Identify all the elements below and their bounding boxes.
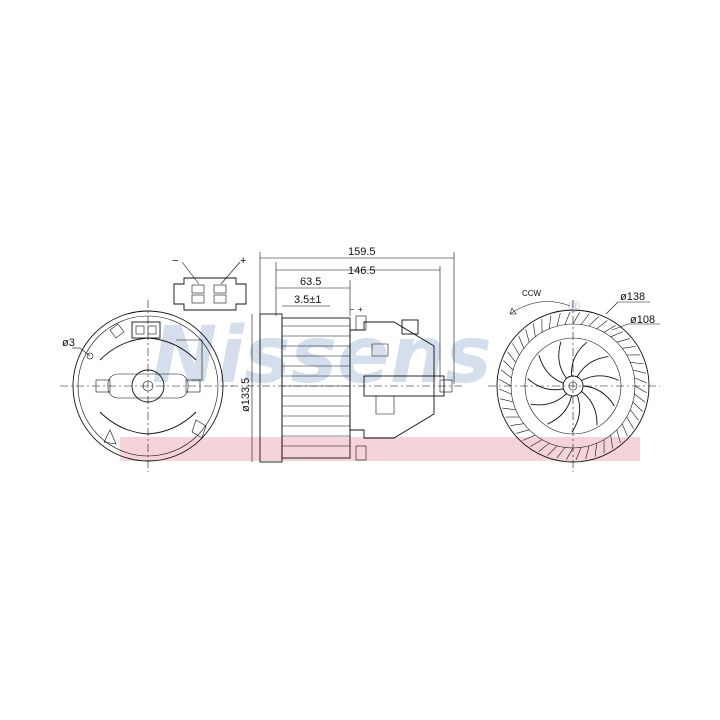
blade-line: [507, 351, 516, 363]
blade-line: [585, 445, 590, 459]
blade-line: [502, 407, 516, 410]
blade-line: [580, 313, 590, 325]
offset-label: 3.5±1: [294, 294, 321, 306]
hub-spoke: [576, 356, 609, 378]
left-front-view: ø3: [60, 300, 236, 472]
blade-line: [500, 369, 512, 379]
length-label: 146.5: [348, 265, 376, 277]
blade-line: [621, 423, 628, 437]
blade-line: [622, 346, 636, 349]
blade-line: [575, 447, 582, 461]
blade-line: [616, 429, 621, 443]
side-view: 159.5 146.5 63.5 3.5±1 ø133.5 − +: [230, 246, 464, 463]
hub-spoke: [581, 375, 619, 381]
blower-blades: [498, 311, 648, 461]
blade-line: [632, 401, 643, 412]
watermark-registered: ®: [566, 297, 582, 316]
inner-diameter-label: ø108: [630, 314, 655, 326]
terminal-plus-label: +: [358, 305, 363, 314]
blade-line: [503, 360, 514, 371]
blade-line: [588, 316, 599, 327]
connector-minus-label: −: [172, 255, 178, 267]
blade-line: [610, 435, 613, 449]
terminal-minus-label: −: [350, 305, 355, 314]
blade-line: [634, 385, 647, 393]
blade-line: [626, 416, 634, 429]
wheel-blades: [282, 325, 350, 447]
blade-line: [498, 388, 512, 395]
diameter-label: ø133.5: [240, 378, 252, 412]
blade-line: [522, 434, 536, 441]
hole-diameter-label: ø3: [62, 337, 75, 349]
blade-line: [516, 429, 530, 434]
blade-line: [549, 315, 552, 329]
blade-line: [510, 423, 524, 426]
hub-spoke: [547, 395, 573, 425]
blade-line: [616, 338, 630, 343]
blade-line: [610, 331, 624, 338]
blade-line: [630, 362, 644, 365]
hub-spoke: [530, 393, 567, 406]
connector-plus-label: +: [240, 255, 246, 267]
blade-line: [512, 343, 520, 356]
connector-drawing: − +: [172, 255, 247, 311]
blade-line: [556, 313, 561, 327]
overall-length-label: 159.5: [348, 246, 376, 258]
outer-diameter-label: ø138: [620, 291, 645, 303]
blade-line: [556, 447, 566, 459]
hub-spoke: [558, 341, 567, 379]
blade-line: [566, 447, 574, 460]
blade-line: [547, 445, 558, 456]
blade-line: [533, 323, 536, 337]
hub-spoke: [581, 391, 598, 426]
hub-spoke: [582, 385, 615, 407]
hub-spoke: [571, 394, 581, 433]
hub-spokes: [527, 341, 619, 433]
watermark-band: [120, 437, 640, 461]
blade-line: [634, 377, 648, 384]
hub-spoke: [527, 378, 564, 391]
blade-line: [596, 320, 608, 329]
blade-line: [538, 443, 550, 452]
blade-line: [518, 335, 525, 349]
rotation-label: CCW: [522, 289, 542, 298]
blade-line: [525, 329, 530, 343]
wheel-width-label: 63.5: [300, 276, 321, 288]
blade-line: [500, 398, 514, 403]
hub-spoke: [571, 341, 588, 377]
blade-line: [572, 312, 580, 325]
hub-spoke: [538, 354, 564, 384]
blade-line: [603, 325, 616, 333]
blade-line: [499, 379, 512, 387]
blade-line: [564, 311, 571, 325]
blade-line: [594, 443, 597, 457]
blade-line: [630, 409, 639, 421]
blade-line: [632, 369, 646, 374]
blade-line: [634, 393, 646, 403]
right-front-view: CCW ø138 ø108: [488, 289, 660, 472]
blade-line: [530, 439, 543, 447]
